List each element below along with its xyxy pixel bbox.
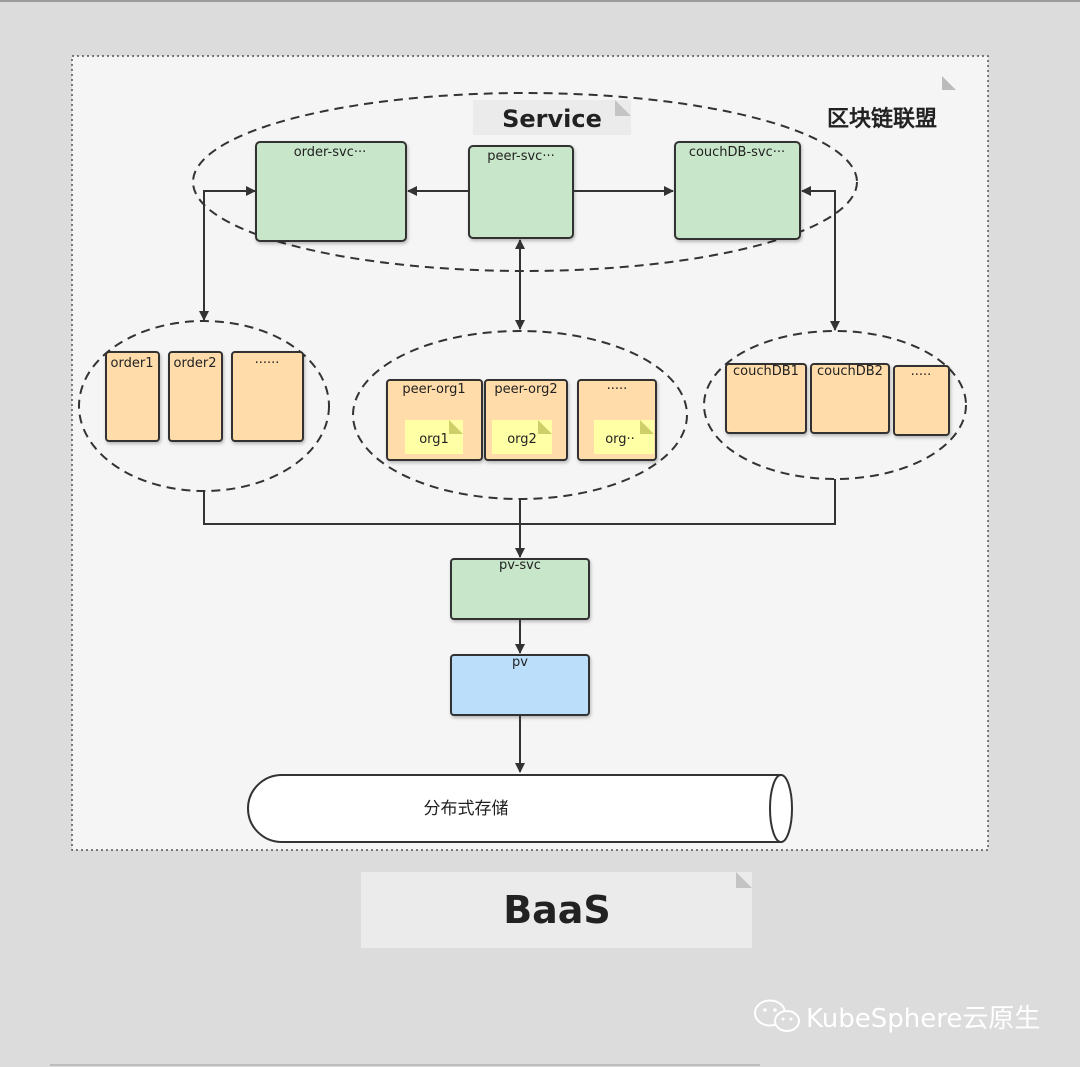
order1-label: order1 (111, 356, 154, 371)
service-ellipse (192, 92, 858, 272)
order-svc-to-orders-arrow (199, 186, 256, 321)
alliance-label: 区块链联盟 (827, 106, 937, 132)
pv-svc-label: pv-svc (499, 558, 541, 573)
baas-note (361, 872, 752, 948)
couchdb-more-box[interactable] (893, 365, 950, 436)
order-svc-label: order-svc··· (294, 145, 367, 160)
org-more-note-corner (640, 420, 654, 434)
peer-svc-label: peer-svc··· (487, 149, 554, 164)
peer-more-label: ····· (607, 382, 628, 397)
pv-label: pv (512, 655, 528, 670)
baas-note-corner (736, 872, 752, 888)
baas-label: BaaS (503, 888, 611, 932)
org2-label: org2 (507, 432, 537, 447)
couchdb2-label: couchDB2 (817, 364, 883, 379)
org2-note-corner (538, 420, 552, 434)
order-svc-box[interactable] (255, 141, 407, 242)
couchdb1-label: couchDB1 (733, 364, 799, 379)
peer-org2-label: peer-org2 (494, 382, 557, 397)
storage-cylinder-end (769, 774, 793, 843)
couchdb2-box[interactable] (810, 363, 890, 434)
service-note-corner (615, 100, 631, 116)
order1-box[interactable] (105, 351, 160, 442)
peer-org1-label: peer-org1 (402, 382, 465, 397)
alliance-note-corner (942, 76, 956, 90)
watermark-text: KubeSphere云原生 (806, 1004, 1040, 1034)
storage-label: 分布式存储 (424, 799, 509, 819)
wechat-icon (754, 999, 800, 1032)
couchdb-svc-to-couchdbs-arrow (801, 186, 840, 331)
couchdb1-box[interactable] (725, 363, 807, 434)
org-more-label: org·· (605, 432, 635, 447)
order-more-box[interactable] (231, 351, 304, 442)
order-more-label: ······ (255, 356, 280, 371)
storage-cylinder[interactable] (247, 774, 782, 843)
couchdb-more-label: ····· (911, 368, 932, 383)
service-title: Service (502, 105, 602, 133)
order2-label: order2 (174, 356, 217, 371)
service-title-note (473, 100, 631, 135)
org1-label: org1 (419, 432, 449, 447)
order2-box[interactable] (168, 351, 223, 442)
org1-note-corner (449, 420, 463, 434)
couchdb-ellipse (703, 330, 967, 480)
couchdb-svc-box[interactable] (674, 141, 801, 240)
couchdb-svc-label: couchDB-svc··· (689, 145, 785, 160)
